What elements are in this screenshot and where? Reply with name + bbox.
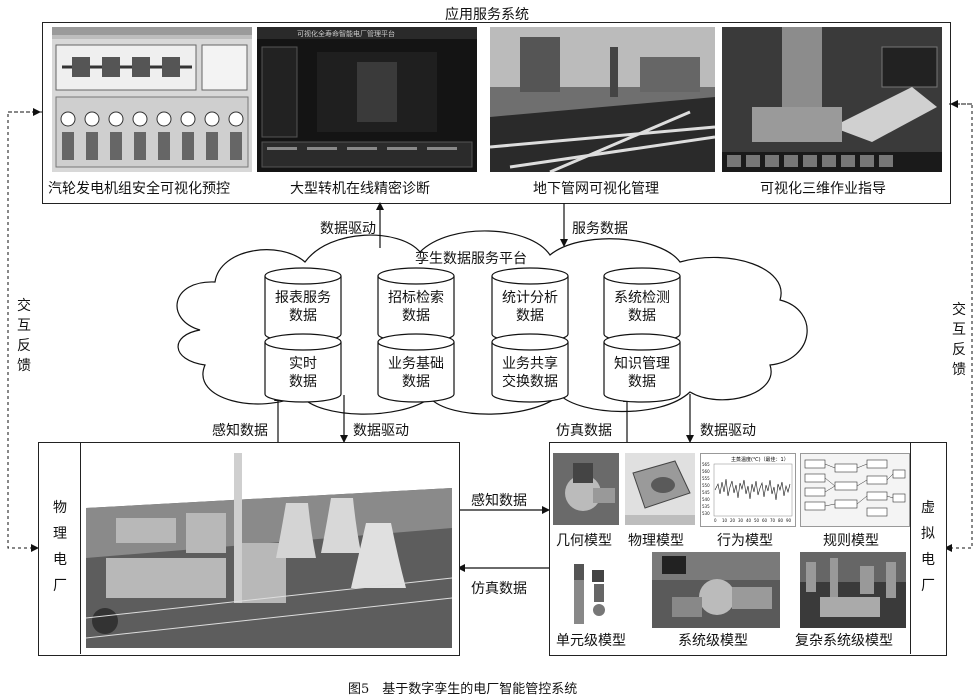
feedback-loop-right: [944, 103, 973, 552]
data-cylinder-tender: [377, 267, 455, 343]
model-label-behavior: 行为模型: [717, 533, 773, 549]
cylinder-label-tender: 招标检索数据: [388, 290, 444, 324]
data-cylinder-realtime: [264, 333, 342, 403]
chart-ytick: 530: [702, 511, 710, 516]
chart-title: 主蒸温度(℃)（最佳：1）: [731, 456, 789, 463]
app-label-rotating-machine: 大型转机在线精密诊断: [290, 181, 430, 197]
cylinder-label-sys-check: 系统检测数据: [614, 290, 670, 324]
virtual-plant-divider: [910, 442, 911, 654]
model-image-complex-system: [800, 552, 906, 628]
chart-xtick: 50: [754, 518, 760, 523]
data-cylinder-report: [264, 267, 342, 343]
app-screenshot-rotating-machine: 可视化全寿命智能电厂管理平台: [257, 27, 477, 172]
chart-ytick: 535: [702, 504, 710, 509]
chart-ytick: 545: [702, 490, 710, 495]
app-screenshot-3d-guidance: [722, 27, 942, 172]
label-data-drive-left: 数据驱动: [353, 423, 409, 439]
top-title: 应用服务系统: [445, 7, 529, 23]
model-image-unit: [566, 560, 616, 628]
chart-ytick: 565: [702, 462, 710, 467]
data-cylinder-business-share: [491, 333, 569, 403]
cloud-title: 孪生数据服务平台: [415, 251, 527, 267]
model-image-geometric: [553, 453, 619, 525]
chart-xtick: 40: [746, 518, 752, 523]
model-image-physical: [625, 453, 695, 525]
label-service-data: 服务数据: [572, 221, 628, 237]
chart-ytick: 550: [702, 483, 710, 488]
model-label-complex-system: 复杂系统级模型: [795, 633, 893, 649]
cylinder-label-report: 报表服务数据: [275, 290, 331, 324]
chart-ytick: 560: [702, 469, 710, 474]
dashboard-title: 可视化全寿命智能电厂管理平台: [297, 29, 395, 38]
physical-plant-divider: [80, 442, 81, 654]
label-sim-data-right: 仿真数据: [556, 423, 612, 439]
figure-caption: 图5 基于数字孪生的电厂智能管控系统: [348, 682, 578, 697]
model-image-behavior-chart: 主蒸温度(℃)（最佳：1） 565 560 555 550 545 540 53…: [700, 453, 796, 527]
cylinder-label-business-share: 业务共享交换数据: [502, 356, 558, 390]
feedback-label-left: 交互反馈: [17, 298, 31, 374]
model-label-system: 系统级模型: [678, 633, 748, 649]
physical-plant-image: [86, 448, 452, 648]
label-data-drive-right: 数据驱动: [700, 423, 756, 439]
cylinder-label-stats: 统计分析数据: [502, 290, 558, 324]
label-sense-data-mid: 感知数据: [471, 493, 527, 509]
model-image-system: [652, 552, 780, 628]
label-sim-data-mid: 仿真数据: [471, 581, 527, 597]
data-cylinder-stats: [491, 267, 569, 343]
chart-xtick: 70: [770, 518, 776, 523]
model-label-physical: 物理模型: [628, 533, 684, 549]
cylinder-label-business-base: 业务基础数据: [388, 356, 444, 390]
app-label-3d-guidance: 可视化三维作业指导: [760, 181, 886, 197]
chart-xtick: 30: [738, 518, 744, 523]
app-screenshot-turbine-safety: [52, 27, 252, 172]
chart-xtick: 60: [762, 518, 768, 523]
model-image-rule: [800, 453, 910, 527]
data-cylinder-business-base: [377, 333, 455, 403]
model-label-unit: 单元级模型: [556, 633, 626, 649]
cylinder-label-realtime: 实时数据: [289, 356, 317, 390]
model-label-rule: 规则模型: [823, 533, 879, 549]
app-label-turbine-safety: 汽轮发电机组安全可视化预控: [48, 181, 230, 197]
model-label-geometric: 几何模型: [556, 533, 612, 549]
chart-xtick: 80: [778, 518, 784, 523]
physical-plant-label: 物理电厂: [53, 500, 67, 594]
chart-ytick: 555: [702, 476, 710, 481]
data-cylinder-knowledge: [603, 333, 681, 403]
app-label-underground-pipes: 地下管网可视化管理: [533, 181, 659, 197]
chart-xtick: 0: [714, 518, 717, 523]
feedback-label-right: 交互反馈: [952, 302, 966, 378]
chart-xtick: 90: [786, 518, 792, 523]
app-screenshot-underground-pipes: [490, 27, 715, 172]
chart-xtick: 20: [730, 518, 736, 523]
label-sense-data-left: 感知数据: [212, 423, 268, 439]
chart-xtick: 10: [722, 518, 728, 523]
label-data-drive-up: 数据驱动: [320, 221, 376, 237]
chart-ytick: 540: [702, 497, 710, 502]
feedback-loop-left: [7, 111, 42, 552]
cylinder-label-knowledge: 知识管理数据: [614, 356, 670, 390]
virtual-plant-label: 虚拟电厂: [921, 500, 935, 594]
